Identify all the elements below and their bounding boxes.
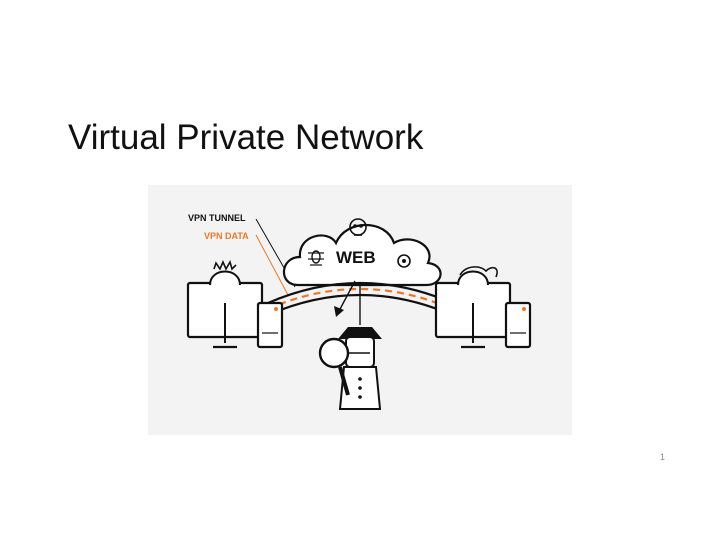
right-computer-icon: [434, 281, 532, 349]
right-user-avatar: [457, 266, 498, 286]
vpn-diagram: VPN TUNNEL VPN DATA WEB: [148, 185, 572, 435]
left-user-avatar: [209, 259, 241, 286]
page-number: 1: [660, 452, 666, 462]
bug-icon: [308, 250, 324, 266]
skull-icon: [349, 218, 367, 236]
left-computer-icon: [186, 281, 284, 349]
slide-title: Virtual Private Network: [68, 118, 424, 157]
biohazard-icon: [397, 254, 411, 268]
vpn-data-leader: [255, 234, 289, 296]
intercept-arrow: [338, 280, 356, 312]
vpn-tunnel-label: VPN TUNNEL: [188, 213, 246, 223]
web-label: WEB: [336, 248, 376, 267]
magnifier-icon: [318, 337, 350, 369]
intercept-arrow-head: [334, 306, 344, 317]
vpn-diagram-svg: VPN TUNNEL VPN DATA WEB: [186, 213, 532, 410]
spy-hacker-icon: [318, 327, 382, 410]
vpn-data-label: VPN DATA: [204, 231, 249, 241]
